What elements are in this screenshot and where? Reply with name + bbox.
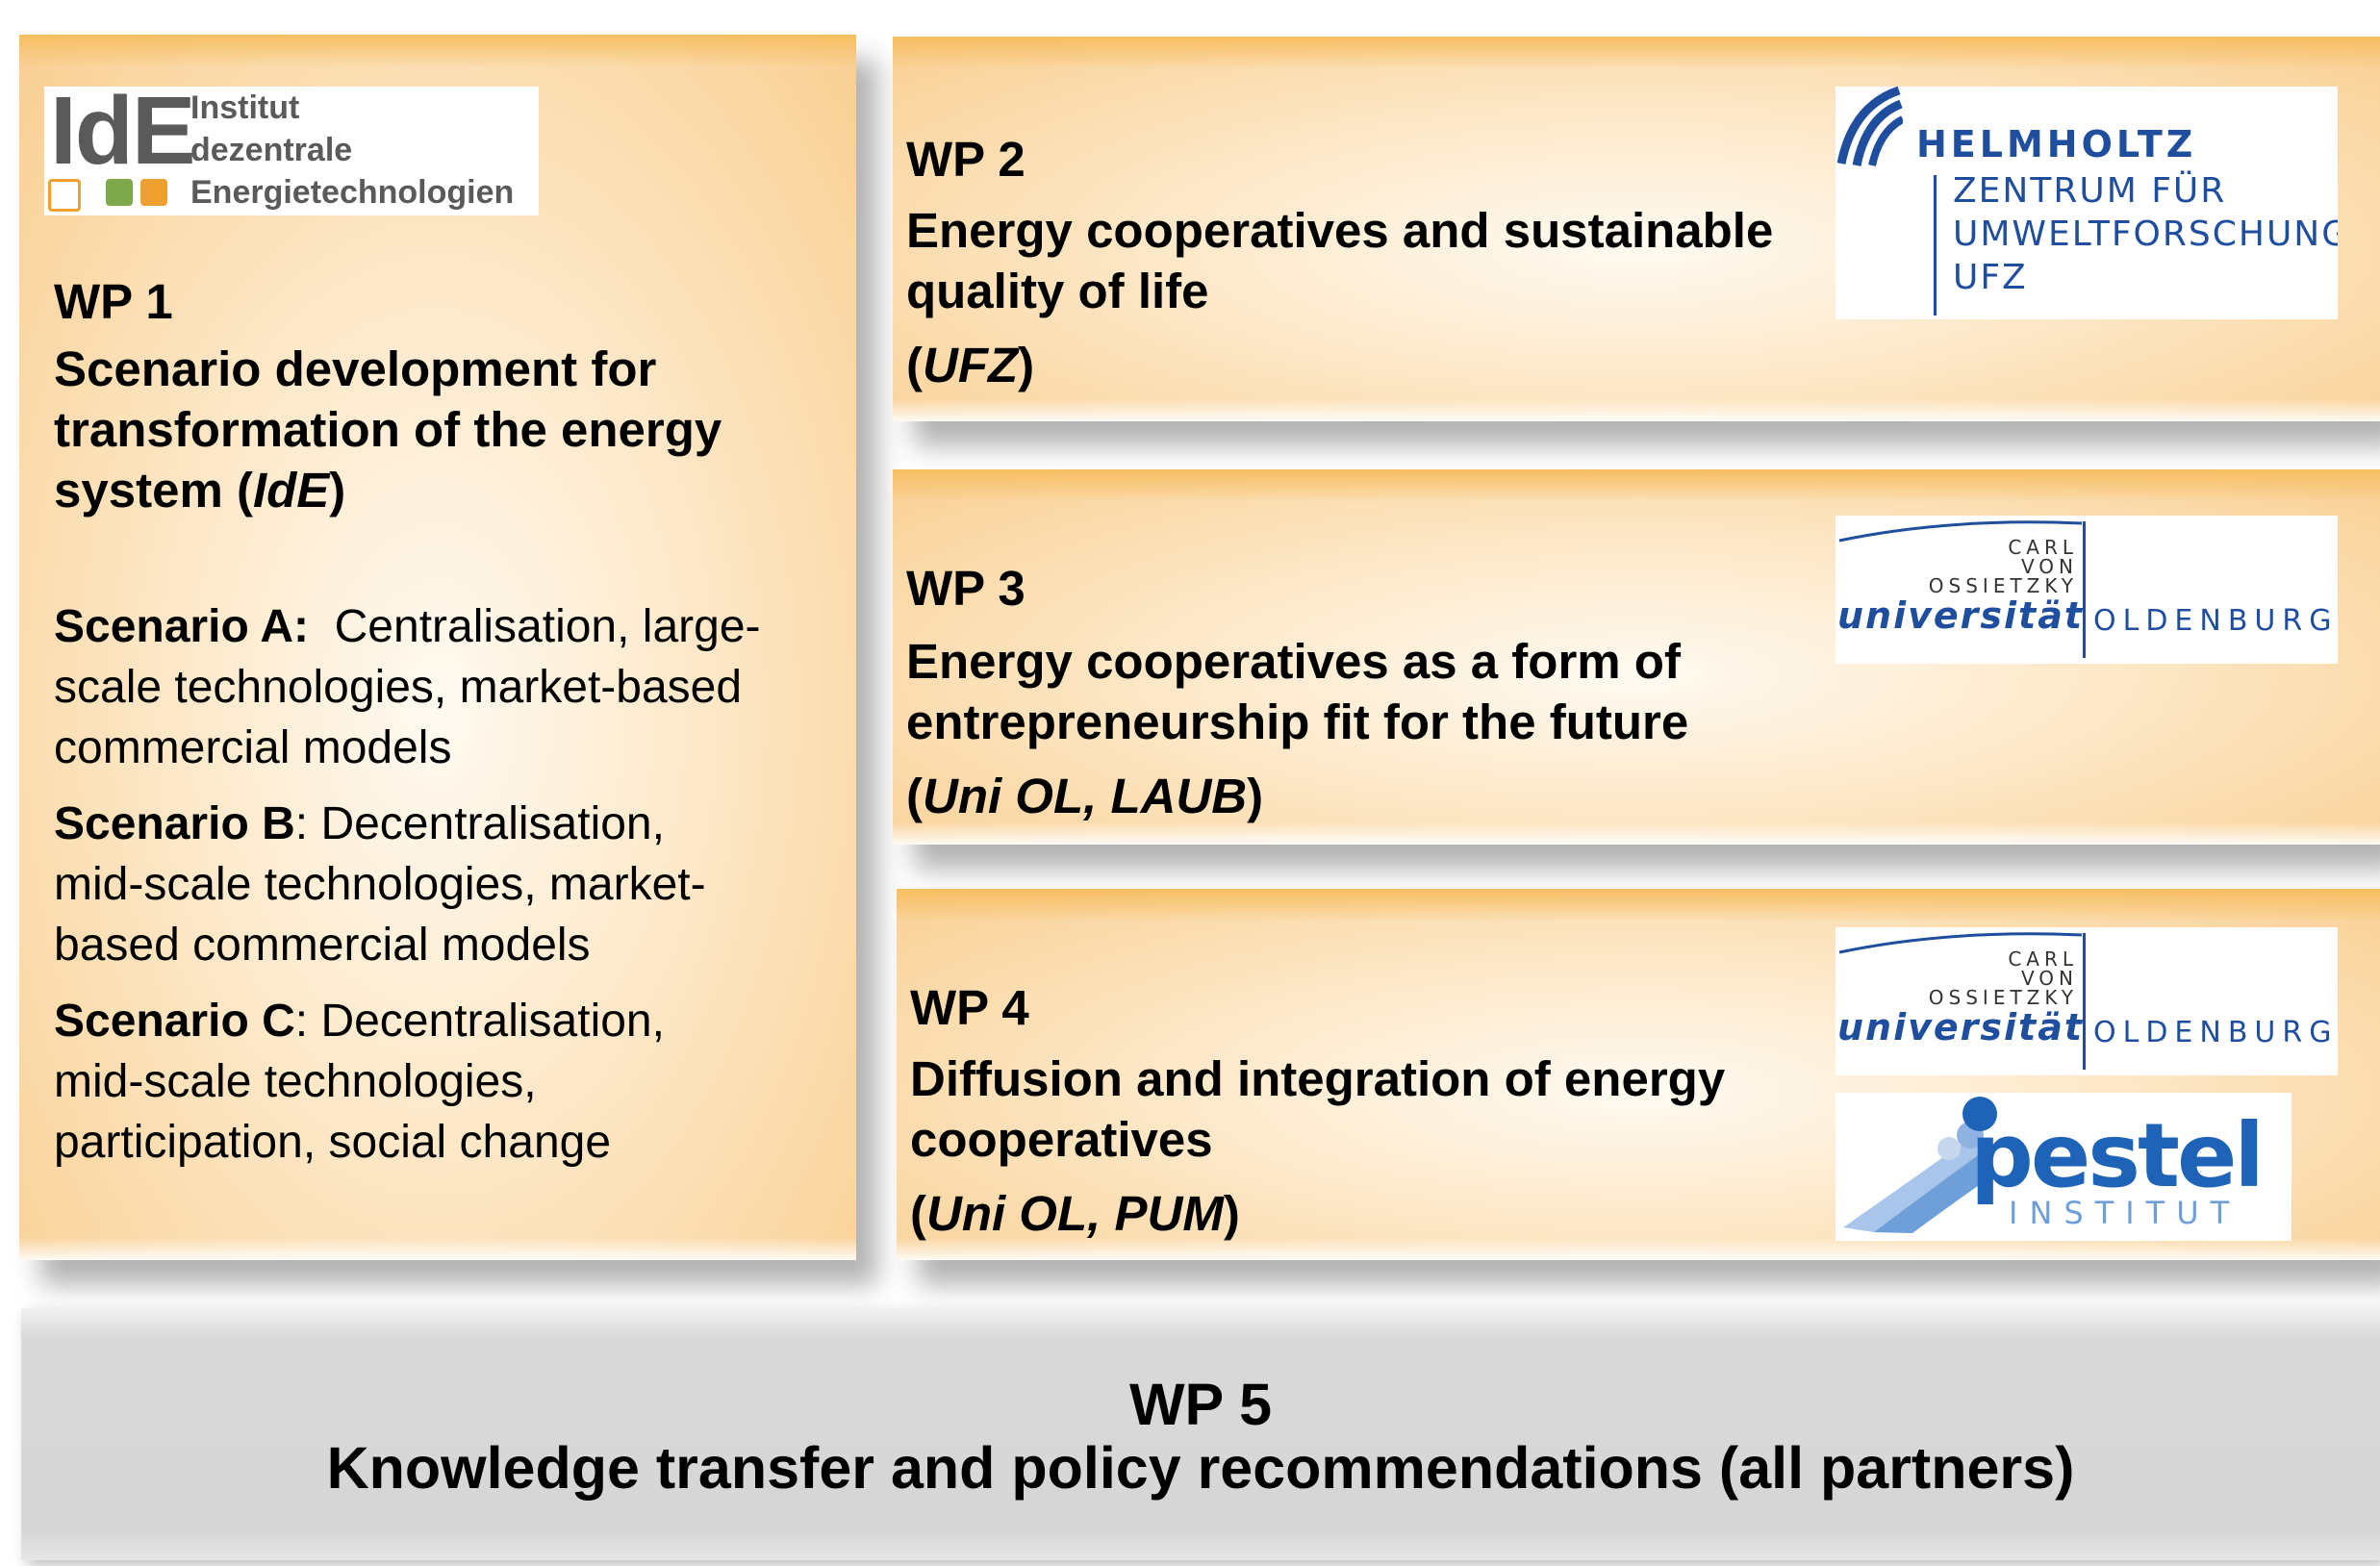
wp2-partner: (UFZ) [906, 338, 1035, 392]
wp3-title: WP 3 [906, 561, 1025, 616]
wp2-panel: WP 2 Energy cooperatives and sustainable… [893, 37, 2380, 421]
wp1-desc-line-2: transformation of the energy [54, 402, 722, 457]
helmholtz-line-4: UFZ [1953, 258, 2028, 297]
uni-von-2: VON [2020, 967, 2078, 990]
wp3-description: Energy cooperatives as a form of entrepr… [906, 634, 1689, 749]
pestel-swoosh-icon [1843, 1097, 1997, 1233]
ide-logo: IdE Institut dezentrale Energietechnolog… [44, 87, 539, 215]
wp1-partner: IdE [252, 463, 330, 518]
pestel-word: pestel [1970, 1104, 2265, 1207]
uni-carl: CARL [2008, 536, 2078, 559]
scenario-c-label: Scenario C [54, 996, 295, 1047]
ide-square-green [106, 179, 133, 206]
pestel-logo: pestel INSTITUT [1836, 1093, 2291, 1241]
ide-logo-line-2: dezentrale [190, 132, 353, 168]
scenario-a-label: Scenario A: [54, 601, 309, 652]
wp2-title: WP 2 [906, 132, 1025, 187]
helmholtz-name: HELMHOLTZ [1916, 123, 2197, 165]
wp4-title: WP 4 [910, 980, 1029, 1035]
wp1-description: Scenario development for transformation … [54, 339, 843, 520]
wp1-desc-line-1: Scenario development for [54, 341, 657, 396]
wp1-panel: IdE Institut dezentrale Energietechnolog… [19, 35, 856, 1260]
pestel-institut: INSTITUT [2009, 1195, 2241, 1231]
ide-square-white [48, 179, 81, 212]
scenario-c: Scenario C: Decentralisation, mid-scale … [54, 996, 665, 1168]
uni-arc-icon-2 [1838, 932, 2083, 954]
wp1-desc-line-3: system (IdE) [54, 463, 346, 518]
wp5-description: Knowledge transfer and policy recommenda… [326, 1435, 2075, 1501]
uni-ossietzky: OSSIETZKY [1928, 574, 2078, 597]
wp5-title: WP 5 [1128, 1372, 1273, 1437]
ide-logo-line-1: Institut [190, 89, 300, 126]
wp2-description: Energy cooperatives and sustainable qual… [906, 203, 1774, 318]
uni-von: VON [2020, 555, 2078, 578]
wp4-partner: (Uni OL, PUM) [910, 1186, 1240, 1241]
scenario-b: Scenario B: Decentralisation, mid-scale … [54, 798, 706, 971]
uni-word-2: universität [1837, 1006, 2085, 1048]
wp4-panel: WP 4 Diffusion and integration of energy… [897, 889, 2380, 1260]
wp4-description: Diffusion and integration of energy coop… [910, 1051, 1726, 1167]
wp3-partner: (Uni OL, LAUB) [906, 769, 1264, 823]
uni-divider [2083, 521, 2086, 658]
ide-logo-line-3: Energietechnologien [190, 174, 515, 211]
uni-ossietzky-2: OSSIETZKY [1928, 986, 2078, 1009]
wp3-panel: WP 3 Energy cooperatives as a form of en… [893, 469, 2380, 845]
ide-square-orange [140, 179, 167, 206]
helmholtz-divider [1934, 175, 1937, 316]
scenario-b-label: Scenario B [54, 798, 295, 849]
helmholtz-line-3: UMWELTFORSCHUNG [1953, 215, 2338, 254]
scenario-a: Scenario A: Centralisation, large- scale… [54, 601, 761, 773]
uni-word: universität [1837, 594, 2085, 637]
helmholtz-logo: HELMHOLTZ ZENTRUM FÜR UMWELTFORSCHUNG UF… [1836, 87, 2338, 319]
uni-divider-2 [2083, 933, 2086, 1070]
uni-oldenburg-logo-2: CARL VON OSSIETZKY universität OLDENBURG [1836, 927, 2338, 1075]
ide-logo-mark: IdE [50, 87, 196, 185]
uni-city: OLDENBURG [2093, 604, 2338, 638]
uni-carl-2: CARL [2008, 947, 2078, 971]
uni-arc-icon [1838, 520, 2083, 543]
helmholtz-swoosh-icon [1836, 87, 1903, 166]
uni-oldenburg-logo: CARL VON OSSIETZKY universität OLDENBURG [1836, 516, 2338, 664]
helmholtz-line-2: ZENTRUM FÜR [1953, 171, 2227, 211]
uni-city-2: OLDENBURG [2093, 1016, 2338, 1049]
wp1-title: WP 1 [54, 274, 173, 329]
wp5-panel: WP 5 Knowledge transfer and policy recom… [21, 1308, 2380, 1560]
